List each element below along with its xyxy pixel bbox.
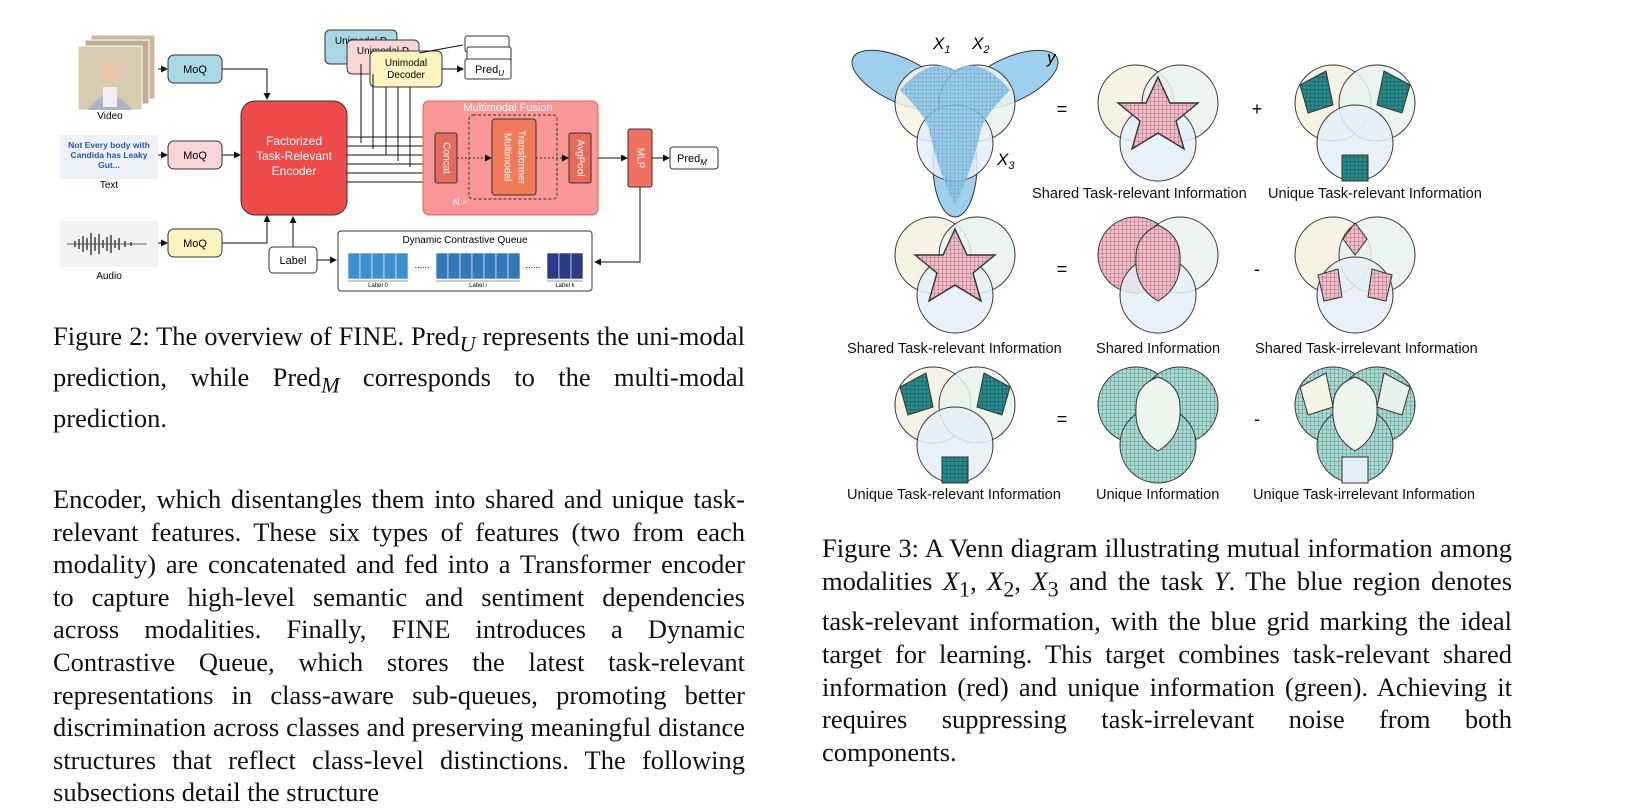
queue-title: Dynamic Contrastive Queue [402, 235, 527, 246]
text-label: Text [100, 180, 119, 191]
queue-cells-label-0 [347, 252, 409, 280]
op-eq-3: = [1057, 409, 1068, 429]
audio-label: Audio [96, 271, 122, 282]
queue-label-0: Label 0 [368, 283, 388, 289]
venn-main [851, 49, 1059, 218]
op-eq-1: = [1057, 99, 1068, 119]
nx-dashed-box [468, 114, 558, 200]
decoder-label-line-1: Unimodal [385, 58, 427, 69]
transformer-label-line-1: Multimodal [501, 133, 512, 181]
text-sample-line-3: Gut... [98, 160, 120, 170]
encoder-label-line-1: Factorized [266, 134, 322, 148]
pred-m-label: PredM [677, 153, 707, 167]
queue-label-i: Label i [469, 283, 487, 289]
mlp-label: MLP [634, 148, 645, 169]
queue-dots-1: ...... [414, 260, 429, 270]
text-sample-line-1: Not Every body with [68, 140, 150, 150]
figure-2-caption: Figure 2: The overview of FINE. PredU re… [53, 321, 745, 433]
nx-label: N × [453, 197, 467, 207]
moq-audio-label: MoQ [183, 238, 207, 250]
avgpool-box [568, 132, 592, 184]
text-sample-line-2: Candida has Leaky [70, 150, 147, 160]
venn-var-x2: X2 [971, 34, 989, 56]
label-unique-task-irrelevant: Unique Task-irrelevant Information [1253, 487, 1475, 503]
unimodal-decoder-box [369, 50, 443, 88]
label-box-text: Label [280, 255, 307, 267]
figure-2-diagram: Video Not Every body with Candida has Le… [60, 29, 719, 292]
moq-video-label: MoQ [183, 64, 207, 76]
queue-label-k: Label k [555, 283, 575, 289]
video-thumbnail [77, 34, 156, 111]
venn-shared-task-relevant-2 [894, 216, 1016, 334]
venn-shared-task-irrelevant [1294, 216, 1416, 334]
pred-u-label: PredU [475, 64, 504, 78]
op-minus-1: - [1254, 259, 1260, 279]
queue-dots-2: ...... [525, 260, 540, 270]
label-shared-task-relevant-1: Shared Task-relevant Information [1032, 186, 1247, 202]
label-unique-information: Unique Information [1096, 487, 1220, 503]
queue-cells-label-k [546, 252, 584, 280]
figure-3-venn-diagram: X1 X2 y X3 = + = - [851, 34, 1416, 484]
body-paragraph: Encoder, which disentangles them into sh… [53, 484, 745, 808]
venn-unique-task-relevant-2 [894, 366, 1016, 484]
op-eq-2: = [1057, 259, 1068, 279]
label-shared-task-irrelevant: Shared Task-irrelevant Information [1255, 341, 1478, 357]
pred-u-box [464, 58, 512, 80]
venn-unique-information [1097, 366, 1219, 484]
concat-label: Concat [440, 142, 451, 174]
figure-3-caption: Figure 3: A Venn diagram illustrating mu… [822, 533, 1513, 767]
pred-m-box [669, 146, 719, 170]
label-shared-information: Shared Information [1096, 341, 1221, 357]
figure-3: X1 X2 y X3 = + = - [830, 25, 1530, 515]
multimodal-transformer-box [491, 118, 537, 196]
label-shared-task-relevant-2: Shared Task-relevant Information [847, 341, 1062, 357]
label-unique-task-relevant-1: Unique Task-relevant Information [1268, 186, 1482, 202]
op-plus-1: + [1252, 99, 1263, 119]
label-unique-task-relevant-2: Unique Task-relevant Information [847, 487, 1061, 503]
moq-text-label: MoQ [183, 150, 207, 162]
factorized-encoder-box [240, 100, 348, 216]
fusion-label: Multimodal Fusion [463, 102, 552, 114]
transformer-label-line-2: Transformer [515, 130, 526, 185]
venn-shared-task-relevant-1 [1097, 64, 1219, 182]
encoder-label-line-2: Task-Relevant [256, 149, 333, 163]
avgpool-label: AvgPool [574, 139, 585, 176]
op-minus-2: - [1254, 409, 1260, 429]
venn-shared-information [1097, 216, 1219, 334]
venn-var-x3: X3 [996, 150, 1015, 172]
venn-var-y: y [1046, 48, 1057, 67]
figure-2: Video Not Every body with Candida has Le… [55, 25, 755, 305]
venn-unique-task-irrelevant [1294, 366, 1416, 484]
queue-cells-label-i [435, 252, 521, 280]
venn-unique-task-relevant-1 [1294, 64, 1416, 182]
audio-waveform [67, 233, 147, 255]
decoder-label-line-2: Decoder [387, 70, 425, 81]
video-label: Video [97, 111, 123, 122]
venn-var-x1: X1 [932, 34, 950, 56]
encoder-label-line-3: Encoder [272, 164, 317, 178]
